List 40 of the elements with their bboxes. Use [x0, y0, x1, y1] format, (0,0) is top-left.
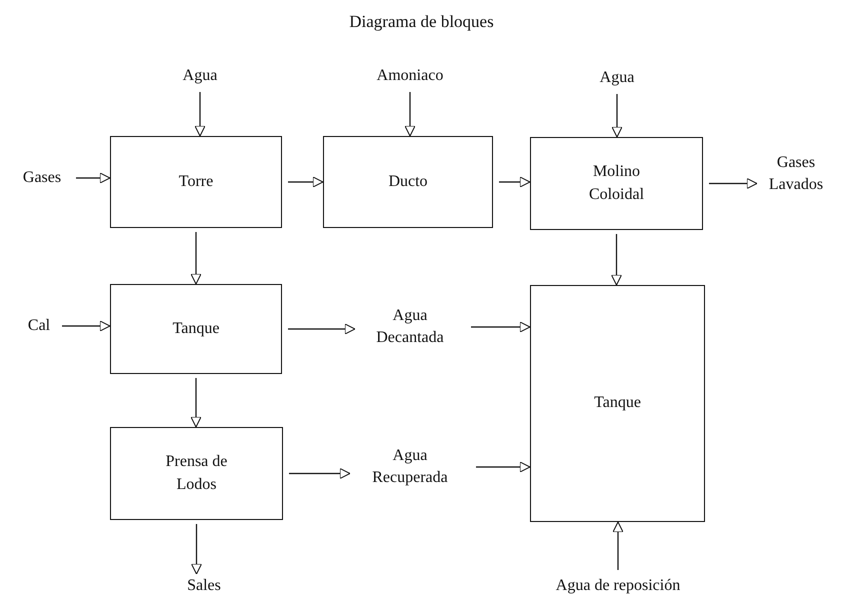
arrow [499, 176, 530, 188]
stream-label: Agua Decantada [375, 306, 445, 348]
box-label: Molino Coloidal [588, 162, 646, 204]
process-box [110, 427, 283, 520]
process-box [110, 284, 282, 374]
box-label: Ducto [388, 172, 428, 192]
stream-label: Agua [600, 68, 634, 88]
stream-label: Sales [187, 576, 221, 596]
arrow [709, 178, 758, 189]
stream-label: Gases Lavados [768, 152, 824, 195]
arrow [471, 322, 530, 332]
arrow [612, 94, 622, 138]
arrow [190, 232, 202, 284]
box-label: Tanque [594, 393, 641, 414]
arrow [191, 524, 202, 574]
arrow [194, 92, 206, 136]
diagram-title: Diagrama de bloques [349, 12, 494, 31]
process-box [530, 285, 705, 522]
arrow [404, 92, 416, 136]
arrow [476, 462, 530, 472]
arrow [190, 378, 202, 428]
arrow [288, 324, 356, 334]
process-box [110, 136, 282, 228]
arrow [289, 468, 350, 479]
stream-label: Gases [22, 168, 62, 188]
arrow [76, 172, 110, 184]
stream-label: Agua Recuperada [371, 446, 449, 488]
arrow [611, 234, 622, 286]
box-label: Tanque [172, 318, 220, 339]
stream-label: Agua de reposición [556, 576, 680, 596]
stream-label: Cal [28, 316, 50, 336]
process-box [530, 137, 703, 230]
process-box [323, 136, 493, 228]
arrow [288, 176, 324, 188]
stream-label: Amoniaco [376, 66, 444, 86]
arrow [62, 320, 110, 332]
arrow [612, 522, 624, 570]
box-label: Torre [178, 172, 214, 192]
stream-label: Agua [182, 66, 218, 86]
box-label: Prensa de Lodos [164, 452, 228, 494]
